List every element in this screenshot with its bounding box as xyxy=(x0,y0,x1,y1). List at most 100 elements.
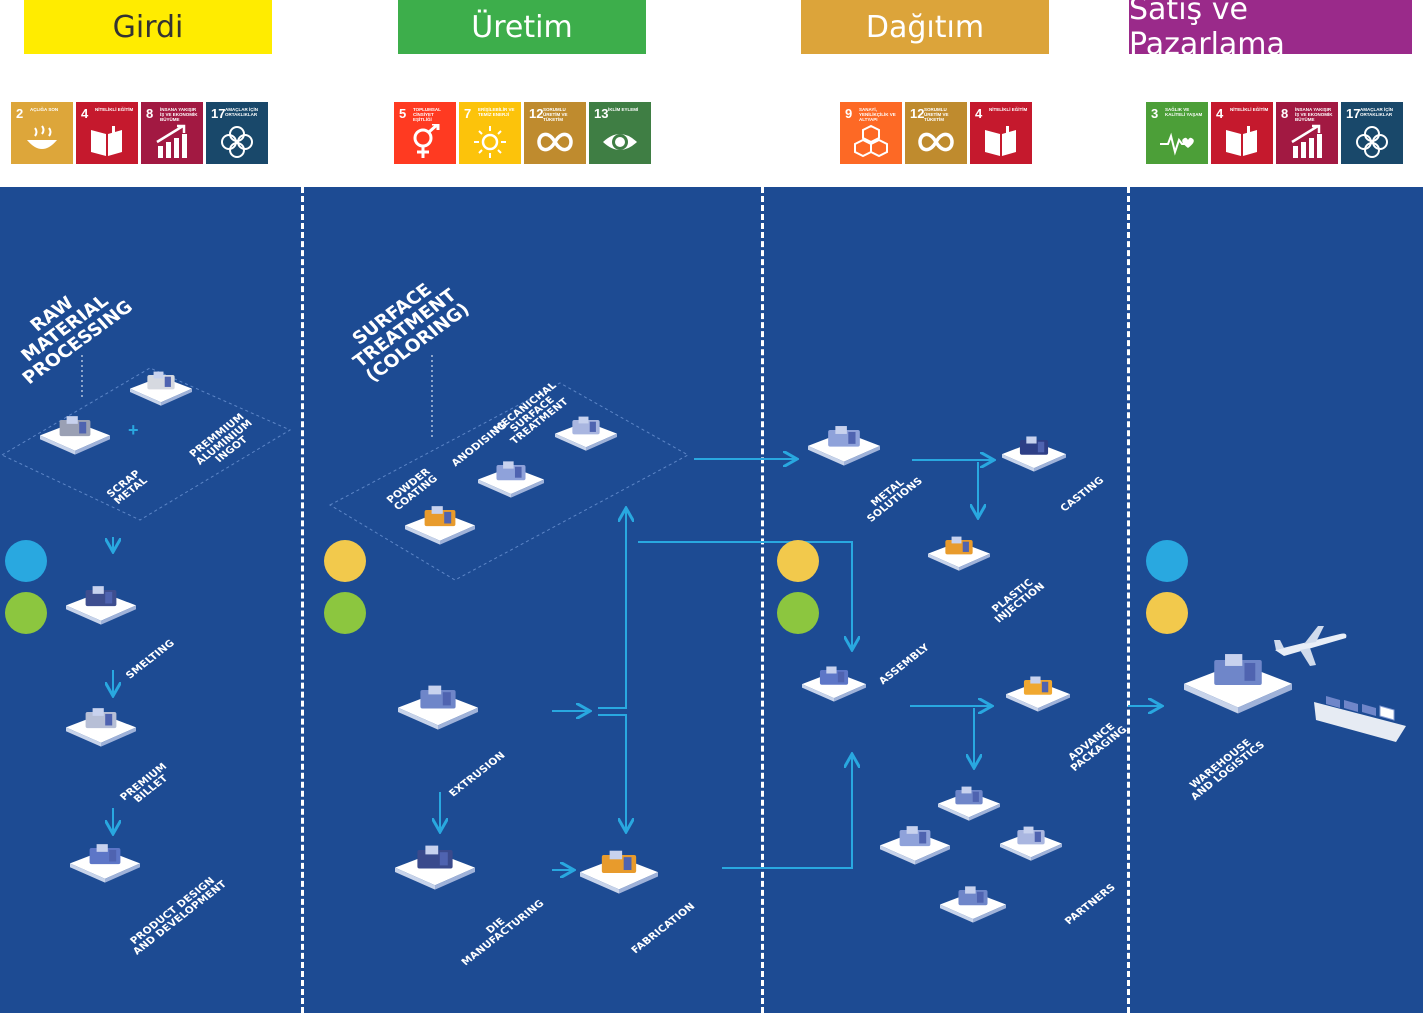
airplane-icon xyxy=(1274,626,1347,666)
heartbeat-icon xyxy=(1160,132,1194,156)
sdg-number: 4 xyxy=(1216,106,1224,121)
node-illustration xyxy=(40,416,110,484)
indicator-dot-yellow xyxy=(324,540,366,582)
indicator-dot-green xyxy=(777,592,819,634)
isometric-platform xyxy=(940,886,1006,923)
node-illustration xyxy=(1002,436,1066,500)
sdg-number: 12 xyxy=(529,106,544,121)
growth-chart-icon xyxy=(156,124,187,158)
node-illustration xyxy=(802,666,866,730)
isometric-platform xyxy=(808,426,880,466)
node-illustration xyxy=(1184,654,1292,744)
node-illustration xyxy=(66,708,136,776)
stage-header-girdi: Girdi xyxy=(24,0,272,54)
stage-divider xyxy=(1127,187,1130,1013)
isometric-platform xyxy=(938,786,1000,821)
isometric-platform xyxy=(405,506,475,545)
isometric-platform xyxy=(66,708,136,747)
node-illustration xyxy=(130,371,192,434)
growth-chart-icon xyxy=(1291,124,1322,158)
isometric-platform xyxy=(802,666,866,702)
sdg-number: 17 xyxy=(1346,106,1361,121)
node-illustration xyxy=(66,586,136,654)
sdg-label: AÇLIĞA SON xyxy=(30,107,59,112)
sdg-label: SANAYİ, YENİLİKÇİLİK VE ALTYAPI xyxy=(859,107,896,122)
sdg-number: 17 xyxy=(211,106,226,121)
sdg-tile: 4 NİTELİKLİ EĞİTİM xyxy=(970,102,1032,164)
stage-header-dagitim: Dağıtım xyxy=(801,0,1049,54)
stage-header-uretim: Üretim xyxy=(398,0,646,54)
isometric-platform xyxy=(1002,436,1066,472)
sdg-label: NİTELİKLİ EĞİTİM xyxy=(989,107,1028,112)
infinity-icon xyxy=(918,132,954,152)
infinity-icon xyxy=(537,132,573,152)
isometric-platform xyxy=(880,826,950,865)
isometric-platform xyxy=(555,416,617,451)
sdg-tile: 4 NİTELİKLİ EĞİTİM xyxy=(76,102,138,164)
sun-icon xyxy=(474,126,506,158)
isometric-platform xyxy=(398,685,478,730)
indicator-dot-green xyxy=(5,592,47,634)
indicator-dot-yellow xyxy=(777,540,819,582)
isometric-platform xyxy=(928,536,990,571)
sdg-number: 9 xyxy=(845,106,853,121)
book-icon xyxy=(91,126,122,156)
book-icon xyxy=(1226,126,1257,156)
sdg-label: İKLİM EYLEMİ xyxy=(608,107,639,112)
node-illustration xyxy=(70,844,140,912)
node-illustration xyxy=(580,850,658,923)
sdg-number: 4 xyxy=(975,106,983,121)
sdg-number: 8 xyxy=(1281,106,1289,121)
node-illustration xyxy=(395,845,475,919)
sdg-label: NİTELİKLİ EĞİTİM xyxy=(95,107,134,112)
sdg-number: 4 xyxy=(81,106,89,121)
node-illustration xyxy=(880,826,950,894)
sdg-label: AMAÇLAR İÇİN ORTAKLIKLAR xyxy=(225,107,258,117)
cubes-icon xyxy=(854,124,888,158)
indicator-dot-yellow xyxy=(1146,592,1188,634)
sdg-number: 3 xyxy=(1151,106,1159,121)
sdg-label: TOPLUMSAL CİNSİYET EŞİTLİĞİ xyxy=(413,107,441,122)
isometric-platform xyxy=(395,845,475,890)
isometric-platform xyxy=(66,586,136,625)
sdg-number: 12 xyxy=(910,106,925,121)
sdg-label: AMAÇLAR İÇİN ORTAKLIKLAR xyxy=(1360,107,1393,117)
node-illustration xyxy=(1006,676,1070,740)
sdg-label: NİTELİKLİ EĞİTİM xyxy=(1230,107,1269,112)
indicator-dot-blue xyxy=(5,540,47,582)
isometric-platform xyxy=(478,461,544,498)
node-illustration xyxy=(928,536,990,599)
sdg-label: SORUMLU ÜRETİM VE TÜKETİM xyxy=(543,107,568,122)
isometric-platform xyxy=(1006,676,1070,712)
sdg-tile: 2 AÇLIĞA SON xyxy=(11,102,73,164)
stage-divider xyxy=(301,187,304,1013)
sdg-label: İNSANA YAKIŞIR İŞ VE EKONOMİK BÜYÜME xyxy=(160,107,198,122)
sdg-number: 2 xyxy=(16,106,24,121)
book-icon xyxy=(985,126,1016,156)
bowl-icon xyxy=(27,125,57,149)
node-illustration xyxy=(938,786,1000,849)
flower-icon xyxy=(1356,126,1388,158)
stage-header-satis: Satış ve Pazarlama xyxy=(1129,0,1412,62)
sdg-tile: 8 İNSANA YAKIŞIR İŞ VE EKONOMİK BÜYÜME xyxy=(141,102,203,164)
isometric-platform xyxy=(1184,654,1292,714)
isometric-platform xyxy=(70,844,140,883)
stage-divider xyxy=(761,187,764,1013)
flower-icon xyxy=(221,126,253,158)
node-illustration xyxy=(555,416,617,479)
indicator-dot-blue xyxy=(1146,540,1188,582)
node-illustration xyxy=(478,461,544,526)
node-illustration xyxy=(398,685,478,759)
sdg-number: 8 xyxy=(146,106,154,121)
sdg-label: ERİŞİLEBİLİR VE TEMİZ ENERJİ xyxy=(478,107,515,117)
eye-globe-icon xyxy=(603,134,637,150)
